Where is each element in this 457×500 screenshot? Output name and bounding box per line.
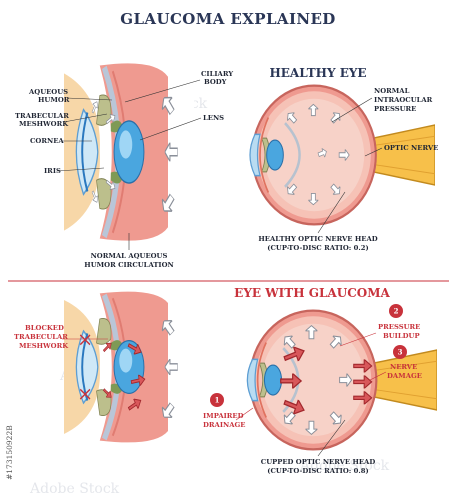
- svg-text:2: 2: [394, 307, 399, 316]
- label-circulation-line1: NORMAL AQUEOUS: [91, 252, 168, 260]
- label-circulation-line2: HUMOR CIRCULATION: [84, 261, 173, 269]
- label-optic-nerve: OPTIC NERVE: [384, 144, 438, 152]
- label-nerve-head-line1: HEALTHY OPTIC NERVE HEAD: [258, 235, 377, 243]
- page-title: GLAUCOMA EXPLAINED: [120, 10, 335, 28]
- label-nerve-head-line2: (CUP-TO-DISC RATIO: 0.2): [267, 244, 368, 252]
- label-trabecular-line2: MESHWORK: [19, 120, 69, 128]
- label-ciliary-line2: BODY: [204, 78, 227, 86]
- label-nerve-damage-line2: DAMAGE: [387, 372, 422, 380]
- svg-text:3: 3: [398, 348, 403, 357]
- healthy-anterior-chamber: [51, 58, 194, 246]
- label-pressure-line1: NORMAL: [374, 87, 410, 95]
- label-trabecular-line1: TRABECULAR: [15, 112, 69, 120]
- healthy-eye-heading: HEALTHY EYE: [269, 66, 366, 80]
- glaucoma-anterior-chamber: [51, 287, 194, 447]
- label-impaired-line2: DRAINAGE: [203, 421, 245, 429]
- label-aqueous-line2: HUMOR: [38, 96, 70, 104]
- label-pressure-buildup-line1: PRESSURE: [378, 323, 420, 331]
- label-iris: IRIS: [44, 167, 61, 175]
- watermark-footer: Adobe Stock: [29, 481, 120, 497]
- label-blocked-line2: TRABECULAR: [14, 333, 68, 341]
- label-pressure-line2: INTRAOCULAR: [374, 96, 433, 104]
- label-cupped-line2: (CUP-TO-DISC RATIO: 0.8): [267, 467, 368, 475]
- label-nerve-damage-line1: NERVE: [390, 363, 417, 371]
- glaucoma-eye-heading: EYE WITH GLAUCOMA: [234, 286, 390, 300]
- label-ciliary-line1: CILIARY: [201, 70, 233, 78]
- label-aqueous-line1: AQUEOUS: [28, 88, 68, 96]
- label-impaired-line1: IMPAIRED: [203, 412, 244, 420]
- stock-id: #173150922B: [5, 425, 14, 480]
- label-blocked-line3: MESHWORK: [19, 342, 69, 350]
- label-pressure-line3: PRESSURE: [374, 105, 416, 113]
- badge-nerve-damage: 3: [393, 345, 407, 359]
- label-blocked-line1: BLOCKED: [25, 324, 64, 332]
- badge-pressure: 2: [389, 304, 403, 318]
- label-lens: LENS: [203, 114, 224, 122]
- watermark-text: Adobe Stock: [299, 458, 390, 474]
- label-cupped-line1: CUPPED OPTIC NERVE HEAD: [261, 458, 376, 466]
- label-cornea: CORNEA: [30, 137, 64, 145]
- label-pressure-buildup-line2: BUILDUP: [383, 332, 420, 340]
- svg-text:1: 1: [215, 396, 220, 405]
- badge-impaired: 1: [210, 393, 224, 407]
